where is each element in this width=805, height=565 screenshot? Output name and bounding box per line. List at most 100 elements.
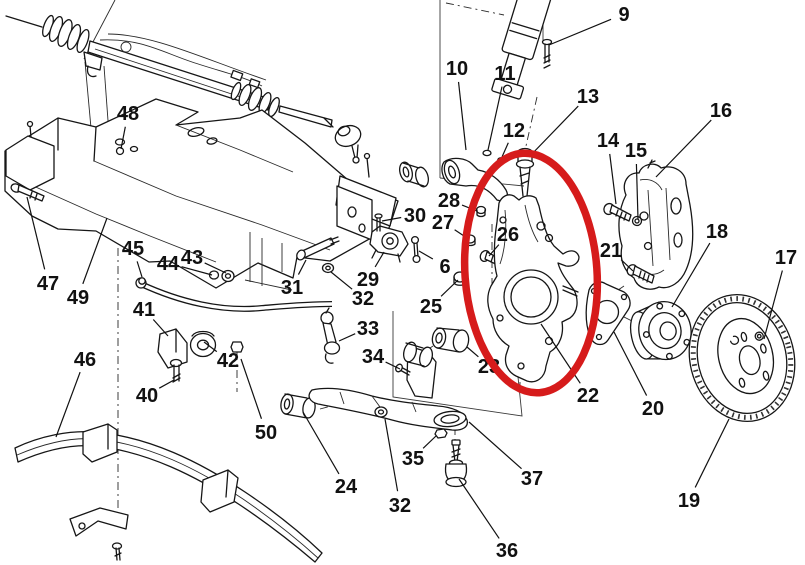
- part-label-27: 27: [432, 212, 454, 234]
- nut-48: [115, 146, 125, 156]
- bushing-24: [280, 393, 294, 415]
- part-label-44: 44: [157, 253, 180, 275]
- leader-line-15: [635, 163, 639, 220]
- nut-28: [475, 205, 487, 215]
- bushing-23: [431, 327, 470, 353]
- part-label-16: 16: [710, 100, 732, 122]
- leader-line-44: [181, 266, 213, 276]
- bolt-30: [376, 216, 381, 232]
- brake-caliper: [603, 159, 694, 290]
- part-label-20: 20: [642, 398, 664, 420]
- leader-line-32: [330, 271, 353, 290]
- leader-line-37: [468, 421, 522, 470]
- leader-line-35: [422, 435, 437, 449]
- part-label-37: 37: [521, 468, 543, 490]
- part-label-13: 13: [577, 86, 599, 108]
- leader-line-36: [458, 478, 500, 539]
- leader-line-45: [136, 261, 143, 278]
- part-label-33: 33: [357, 318, 379, 340]
- leader-line-47: [26, 196, 46, 270]
- part-label-42: 42: [217, 350, 239, 372]
- leader-line-30: [381, 216, 402, 222]
- leader-line-25: [440, 279, 459, 297]
- hub-bearing-18: [629, 301, 692, 361]
- leader-line-32: [384, 418, 399, 492]
- part-label-28: 28: [438, 190, 460, 212]
- part-label-43: 43: [181, 247, 203, 269]
- leader-line-19: [694, 418, 730, 488]
- brake-rotor: [688, 293, 796, 423]
- part-label-47: 47: [37, 273, 59, 295]
- part-label-35: 35: [402, 448, 424, 470]
- ball-joint-36: [444, 439, 468, 488]
- washer-11: [482, 149, 492, 157]
- bracket-screw: [111, 542, 123, 550]
- part-label-41: 41: [133, 299, 155, 321]
- part-label-26: 26: [497, 224, 519, 246]
- leader-line-14: [609, 153, 617, 205]
- leader-line-16: [655, 119, 712, 178]
- shock-absorber: [491, 0, 553, 100]
- leader-line-40: [158, 379, 175, 389]
- part-label-24: 24: [335, 476, 358, 498]
- part-label-32: 32: [352, 288, 374, 310]
- leader-line-31: [297, 259, 307, 275]
- part-label-31: 31: [281, 277, 303, 299]
- washer-32-lower: [374, 406, 388, 418]
- leader-line-20: [613, 331, 648, 396]
- arm-37: [308, 387, 468, 431]
- upper-control-arm: [399, 149, 509, 202]
- bolt-40: [169, 358, 183, 368]
- leader-line-33: [338, 333, 356, 342]
- part-label-21: 21: [600, 240, 622, 262]
- lower-control-arm: [280, 327, 470, 488]
- part-label-32: 32: [389, 495, 411, 517]
- leader-line-48: [120, 126, 126, 150]
- leader-lines: [26, 18, 783, 539]
- part-label-22: 22: [577, 385, 599, 407]
- part-label-15: 15: [625, 140, 647, 162]
- part-label-14: 14: [597, 130, 620, 152]
- part-label-18: 18: [706, 221, 728, 243]
- leader-line-17: [763, 270, 783, 340]
- steering-rack: [5, 14, 362, 164]
- leader-line-6: [418, 250, 434, 260]
- leader-line-10: [457, 81, 467, 151]
- nut-35: [434, 428, 448, 439]
- leader-line-43: [204, 262, 227, 274]
- part-label-25: 25: [420, 296, 442, 318]
- bushing-42: [189, 332, 217, 358]
- part-label-10: 10: [446, 58, 468, 80]
- part-label-12: 12: [503, 120, 525, 142]
- part-label-36: 36: [496, 540, 518, 562]
- lug-hole-17: [754, 331, 764, 341]
- leader-line-21: [620, 259, 634, 272]
- part-label-11: 11: [494, 63, 515, 85]
- part-label-19: 19: [678, 490, 700, 512]
- leaf-spring: [14, 423, 323, 563]
- part-label-48: 48: [117, 103, 139, 125]
- leader-line-13: [528, 105, 579, 158]
- leader-line-34: [385, 361, 401, 370]
- bolt-14: [603, 202, 632, 222]
- bracket-29: [369, 225, 409, 263]
- part-label-46: 46: [74, 349, 96, 371]
- part-label-49: 49: [67, 287, 89, 309]
- leader-line-12: [501, 142, 509, 158]
- leader-line-9: [548, 18, 612, 46]
- part-label-45: 45: [122, 238, 144, 260]
- spring-clamp: [82, 423, 118, 463]
- part-label-29: 29: [357, 269, 379, 291]
- washer-44: [208, 270, 220, 280]
- highlight-circle: [460, 149, 602, 397]
- leader-line-29: [374, 251, 385, 268]
- leader-line-24: [302, 411, 340, 475]
- leader-line-41: [152, 319, 169, 337]
- part-label-9: 9: [618, 4, 629, 26]
- highlight-ellipse: [460, 149, 602, 397]
- part-label-50: 50: [255, 422, 277, 444]
- leader-line-18: [671, 242, 711, 308]
- leader-line-26: [488, 244, 500, 257]
- leader-line-23: [466, 346, 479, 358]
